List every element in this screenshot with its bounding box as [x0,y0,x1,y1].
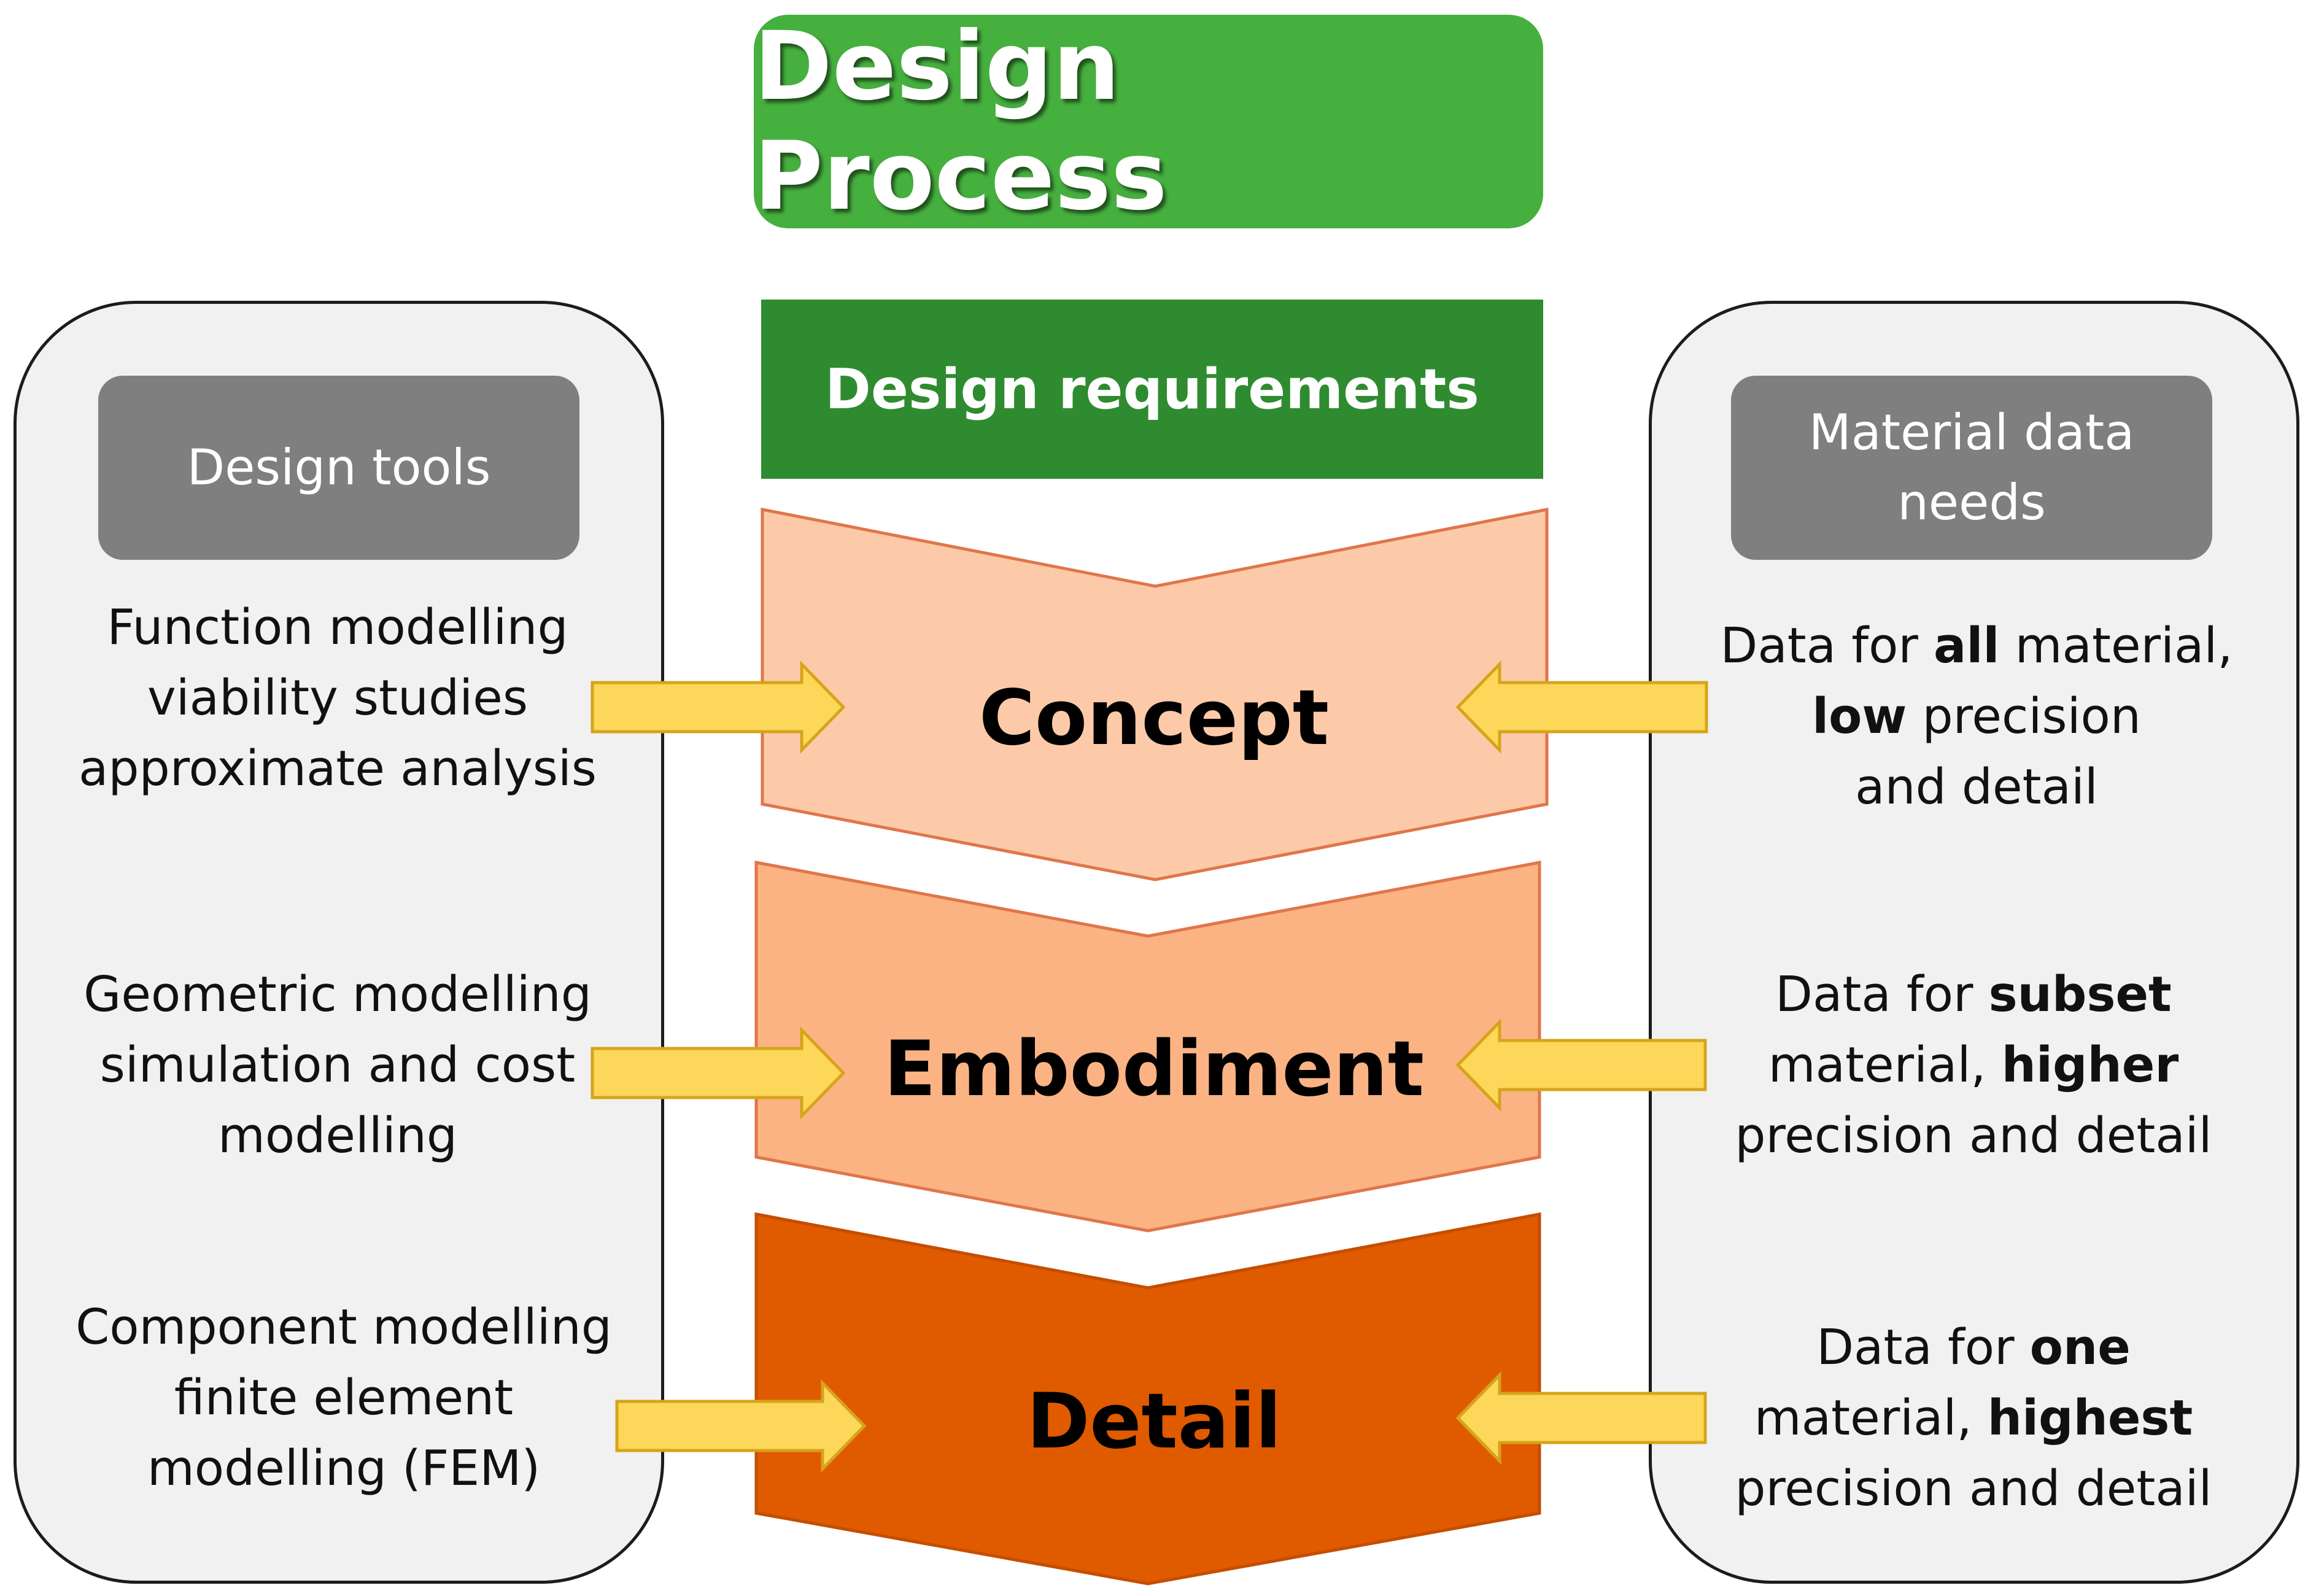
text-line: material, higher [1768,1037,2179,1093]
text-line: Component modelling [76,1299,612,1355]
text-line: finite element [174,1369,514,1426]
material-data-detail-text: Data for one material, highest precision… [1691,1312,2256,1524]
design-tools-heading: Design tools [98,376,579,560]
text-line: approximate analysis [79,740,597,797]
text-line: precision and detail [1735,1460,2212,1517]
material-data-heading-line: Material data [1808,404,2135,461]
material-data-heading-line: needs [1897,474,2046,531]
material-data-embodiment-text: Data for subset material, higher precisi… [1691,959,2256,1171]
design-tools-embodiment-text: Geometric modelling simulation and cost … [55,959,620,1171]
text-line: Geometric modelling [83,966,592,1023]
embodiment-chevron [754,860,1541,1233]
design-requirements-bar: Design requirements [761,300,1543,479]
arrow-right-icon [591,1026,846,1120]
text-line: material, highest [1754,1390,2193,1446]
design-process-title-box: Design Process [754,12,1543,231]
material-data-heading: Material data needs [1731,376,2212,560]
arrow-left-icon [1455,1018,1707,1112]
text-line: modelling (FEM) [147,1440,541,1497]
text-line: viability studies [147,670,528,726]
detail-chevron [754,1212,1541,1586]
stage-label-detail: Detail [1026,1377,1282,1466]
design-requirements-label: Design requirements [825,357,1479,422]
text-line: modelling [217,1107,458,1164]
stage-label-embodiment: Embodiment [884,1025,1424,1114]
design-tools-concept-text: Function modelling viability studies app… [55,592,620,804]
concept-chevron [761,507,1549,881]
design-tools-detail-text: Component modelling finite element model… [61,1292,626,1504]
text-line: simulation and cost [99,1037,576,1093]
design-tools-heading-text: Design tools [187,439,491,496]
material-data-concept-text: Data for all material, low precision and… [1694,611,2259,823]
stage-label-concept: Concept [978,674,1330,762]
arrow-right-icon [591,660,846,754]
page-title: Design Process [754,12,1168,231]
arrow-left-icon [1455,1371,1707,1465]
text-line: low precision [1812,688,2141,745]
arrow-right-icon [615,1379,867,1473]
text-line: precision and detail [1735,1107,2212,1164]
text-line: Data for subset [1775,966,2172,1023]
text-line: Data for all material, [1720,618,2233,674]
arrow-left-icon [1455,660,1708,754]
text-line: Data for one [1816,1319,2131,1376]
text-line: and detail [1855,759,2098,815]
text-line: Function modelling [107,599,568,656]
